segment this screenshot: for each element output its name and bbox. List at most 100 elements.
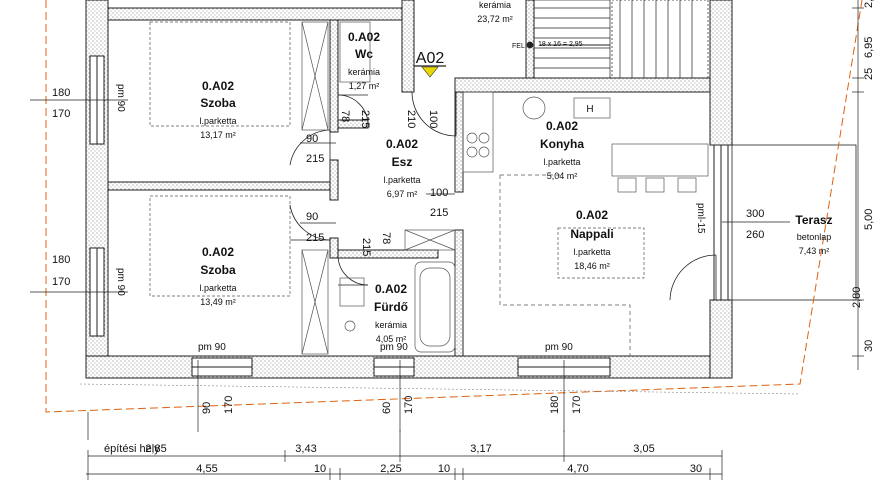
top-room-floor: kerámia	[479, 0, 511, 10]
door-dim: 300	[746, 208, 764, 220]
window-label: pm 90	[115, 268, 126, 296]
dimension-lines	[30, 0, 864, 480]
right-dim: 25	[863, 68, 875, 80]
bottom-dimensions-row1: 2,85 3,43 3,17 3,05	[145, 443, 654, 455]
door-dim: 100	[427, 110, 439, 128]
room-wc: 0.A02 Wc kerámia 1,27 m²	[348, 30, 380, 91]
room-area: 4,05 m²	[376, 334, 407, 344]
door-dim: 215	[360, 238, 372, 256]
bottom-dimensions-row2: 4,55 10 2,25 10 4,70 30	[196, 463, 702, 475]
room-terasz: Terasz betonlap 7,43 m²	[795, 213, 832, 256]
bottom-dim: 10	[314, 463, 326, 475]
sill-width: 180	[549, 396, 561, 414]
bottom-dim: 4,55	[196, 463, 217, 475]
room-szoba-1: 0.A02 Szoba l.parketta 13,17 m²	[199, 79, 236, 140]
room-szoba-2: 0.A02 Szoba l.parketta 13,49 m²	[199, 245, 236, 307]
door-dim: 210	[405, 110, 417, 128]
room-area: 6,97 m²	[387, 189, 418, 199]
room-top: kerámia 23,72 m²	[477, 0, 513, 24]
room-floor: l.parketta	[573, 247, 610, 257]
right-dim: 30	[863, 340, 875, 352]
room-area: 1,27 m²	[349, 81, 380, 91]
bottom-dim: 30	[690, 463, 702, 475]
room-floor: kerámia	[348, 67, 380, 77]
door-swings	[289, 91, 717, 301]
sill-labels: 90 170 60 170 180 170	[201, 396, 583, 414]
bottom-dim: 2,85	[145, 443, 166, 455]
room-furdo: 0.A02 Fürdő kerámia 4,05 m²	[374, 282, 408, 344]
door-dim: 180	[52, 87, 70, 99]
door-dimensions: 180 170 180 170 90 215 90 215 210 100 78…	[52, 87, 764, 288]
room-floor: l.parketta	[383, 175, 420, 185]
room-name: Konyha	[540, 137, 584, 151]
room-name: Szoba	[200, 96, 236, 110]
sill-height: 170	[403, 396, 415, 414]
right-dim: 5,00	[863, 209, 875, 230]
room-esz: 0.A02 Esz l.parketta 6,97 m²	[383, 137, 420, 199]
door-dim: 170	[52, 108, 70, 120]
room-name: Nappali	[570, 227, 613, 241]
door-dim: 215	[430, 207, 448, 219]
unit-marker-label: A02	[416, 50, 445, 67]
furniture	[149, 21, 709, 356]
room-floor: l.parketta	[199, 116, 236, 126]
door-dim: 215	[306, 153, 324, 165]
bottom-dim: 10	[438, 463, 450, 475]
room-name: Fürdő	[374, 300, 408, 314]
room-name: Esz	[392, 155, 413, 169]
room-id: 0.A02	[386, 137, 418, 151]
window-label: pm 90	[115, 84, 126, 112]
room-id: 0.A02	[576, 208, 608, 222]
room-area: 13,49 m²	[200, 297, 236, 307]
windows	[89, 55, 729, 377]
door-dim: 78	[339, 110, 351, 122]
door-dim: 170	[52, 276, 70, 288]
room-id: 0.A02	[202, 245, 234, 259]
room-floor: l.parketta	[543, 157, 580, 167]
room-floor: kerámia	[375, 320, 407, 330]
sill-height: 170	[223, 396, 235, 414]
stair-fel-label: FEL	[512, 43, 525, 50]
door-dim: 215	[306, 232, 324, 244]
bottom-dim: 3,43	[295, 443, 316, 455]
plot-line	[79, 383, 801, 395]
right-dim: 2,50	[863, 0, 875, 8]
door-dim: 78	[380, 232, 392, 244]
door-dim: 90	[306, 211, 318, 223]
unit-marker: A02	[414, 50, 446, 78]
top-room-area: 23,72 m²	[477, 14, 513, 24]
room-id: 0.A02	[375, 282, 407, 296]
bottom-dim: 3,05	[633, 443, 654, 455]
right-dimensions: 2,50 6,95 25 5,00 2,80 30	[851, 0, 875, 352]
window-label: pm 90	[545, 342, 573, 353]
bottom-dim: 2,25	[380, 463, 401, 475]
window-label: pml-15	[695, 203, 706, 234]
door-dim: 100	[430, 187, 448, 199]
bottom-dim: 4,70	[567, 463, 588, 475]
terrace-name: Terasz	[795, 213, 832, 227]
room-area: 5,04 m²	[547, 171, 578, 181]
door-dim: 90	[306, 133, 318, 145]
terrace-area: 7,43 m²	[799, 246, 830, 256]
room-id: 0.A02	[546, 119, 578, 133]
right-dim: 6,95	[863, 37, 875, 58]
window-labels: pm 90 pm 90 pm 90 pm 90 pm 90 pml-15	[115, 84, 706, 353]
room-nappali: 0.A02 Nappali l.parketta 18,46 m²	[570, 208, 613, 271]
sill-height: 170	[571, 396, 583, 414]
kitchen-hood-label: H	[586, 104, 593, 115]
room-floor: l.parketta	[199, 283, 236, 293]
window-label: pm 90	[380, 342, 408, 353]
room-id: 0.A02	[202, 79, 234, 93]
bottom-dim: 3,17	[470, 443, 491, 455]
room-konyha: 0.A02 Konyha l.parketta 5,04 m²	[540, 119, 584, 181]
sill-width: 90	[201, 402, 213, 414]
room-area: 18,46 m²	[574, 261, 610, 271]
door-dim: 215	[359, 110, 371, 128]
staircase	[526, 0, 709, 79]
door-dim: 260	[746, 229, 764, 241]
room-name: Wc	[355, 47, 373, 61]
building-line-label: építési hely	[104, 443, 160, 455]
terrace-outline	[731, 144, 857, 301]
right-dim: 2,80	[851, 287, 863, 308]
